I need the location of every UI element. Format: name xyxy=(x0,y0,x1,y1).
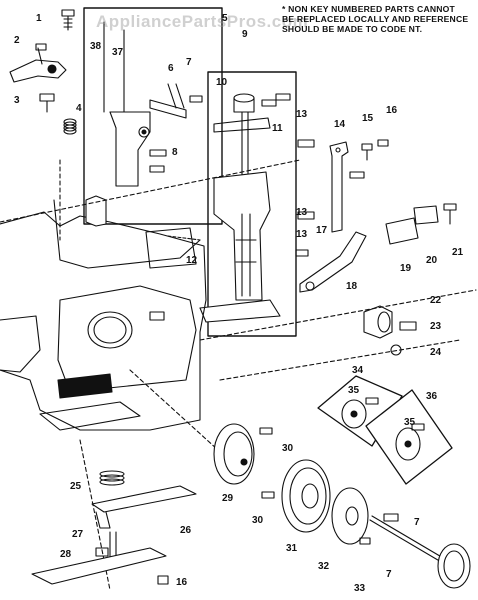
callout-13[interactable]: 13 xyxy=(296,229,308,240)
callout-34[interactable]: 34 xyxy=(352,365,364,376)
callout-31[interactable]: 31 xyxy=(286,543,298,554)
callout-11[interactable]: 11 xyxy=(272,123,283,134)
callout-16[interactable]: 16 xyxy=(176,577,188,588)
thread-take-up-lever-part xyxy=(9,43,67,83)
cam-part xyxy=(395,423,425,461)
callout-35[interactable]: 35 xyxy=(348,385,360,396)
screw-part xyxy=(39,93,55,113)
callout-4[interactable]: 4 xyxy=(76,103,82,114)
bracket-part xyxy=(385,203,457,245)
note-line: SHOULD BE MADE TO CODE NT. xyxy=(282,24,423,34)
presser-bar-assembly xyxy=(199,93,315,323)
callout-30[interactable]: 30 xyxy=(282,443,294,454)
callout-30[interactable]: 30 xyxy=(252,515,264,526)
callout-24[interactable]: 24 xyxy=(430,347,442,358)
callout-28[interactable]: 28 xyxy=(60,549,72,560)
callout-26[interactable]: 26 xyxy=(180,525,192,536)
callout-33[interactable]: 33 xyxy=(354,583,366,594)
callout-7[interactable]: 7 xyxy=(186,57,192,68)
note-line: * NON KEY NUMBERED PARTS CANNOT xyxy=(282,4,455,14)
callout-7[interactable]: 7 xyxy=(386,569,392,580)
callout-22[interactable]: 22 xyxy=(430,295,442,306)
callout-3[interactable]: 3 xyxy=(14,95,20,106)
reference-note: * NON KEY NUMBERED PARTS CANNOT BE REPLA… xyxy=(282,4,472,34)
callout-18[interactable]: 18 xyxy=(346,281,358,292)
callout-9[interactable]: 9 xyxy=(242,29,248,40)
hook-shaft-part xyxy=(369,515,471,589)
callout-20[interactable]: 20 xyxy=(426,255,438,266)
callout-36[interactable]: 36 xyxy=(426,391,438,402)
callout-6[interactable]: 6 xyxy=(168,63,174,74)
hook-assembly-part xyxy=(281,459,331,533)
cam-part xyxy=(341,397,379,429)
lever-bracket-part xyxy=(329,141,349,233)
callout-37[interactable]: 37 xyxy=(112,47,124,58)
callout-7[interactable]: 7 xyxy=(414,517,420,528)
motor-pulley-part xyxy=(363,305,417,356)
callout-13[interactable]: 13 xyxy=(296,207,308,218)
group-box-presser-bar xyxy=(207,71,297,337)
screw-part xyxy=(61,9,75,31)
callout-25[interactable]: 25 xyxy=(70,481,82,492)
callout-21[interactable]: 21 xyxy=(452,247,464,258)
callout-19[interactable]: 19 xyxy=(400,263,412,274)
callout-5[interactable]: 5 xyxy=(222,13,228,24)
callout-32[interactable]: 32 xyxy=(318,561,330,572)
callout-17[interactable]: 17 xyxy=(316,225,328,236)
callout-12[interactable]: 12 xyxy=(186,255,198,266)
presser-lifter-arm xyxy=(295,231,367,293)
callout-2[interactable]: 2 xyxy=(14,35,20,46)
callout-35[interactable]: 35 xyxy=(404,417,416,428)
callout-27[interactable]: 27 xyxy=(72,529,84,540)
screw-part xyxy=(349,139,389,179)
group-box-needle-bar xyxy=(83,7,223,225)
machine-body-casting xyxy=(0,195,207,431)
callout-29[interactable]: 29 xyxy=(222,493,234,504)
callout-15[interactable]: 15 xyxy=(362,113,374,124)
callout-1[interactable]: 1 xyxy=(36,13,42,24)
needle-bar-frame xyxy=(103,21,203,187)
hook-driver-part xyxy=(331,487,399,545)
callout-13[interactable]: 13 xyxy=(296,109,308,120)
feed-bar-part xyxy=(31,547,169,585)
callout-10[interactable]: 10 xyxy=(216,77,228,88)
callout-14[interactable]: 14 xyxy=(334,119,346,130)
group-box-cam-36 xyxy=(365,389,453,485)
callout-16[interactable]: 16 xyxy=(386,105,398,116)
note-line: BE REPLACED LOCALLY AND REFERENCE xyxy=(282,14,469,24)
spring-part xyxy=(63,118,77,135)
callout-23[interactable]: 23 xyxy=(430,321,442,332)
spring-part xyxy=(99,470,125,486)
watermark: AppliancePartsPros.com xyxy=(96,12,309,31)
callout-8[interactable]: 8 xyxy=(172,147,178,158)
callout-38[interactable]: 38 xyxy=(90,41,102,52)
bobbin-case-part xyxy=(213,423,275,499)
